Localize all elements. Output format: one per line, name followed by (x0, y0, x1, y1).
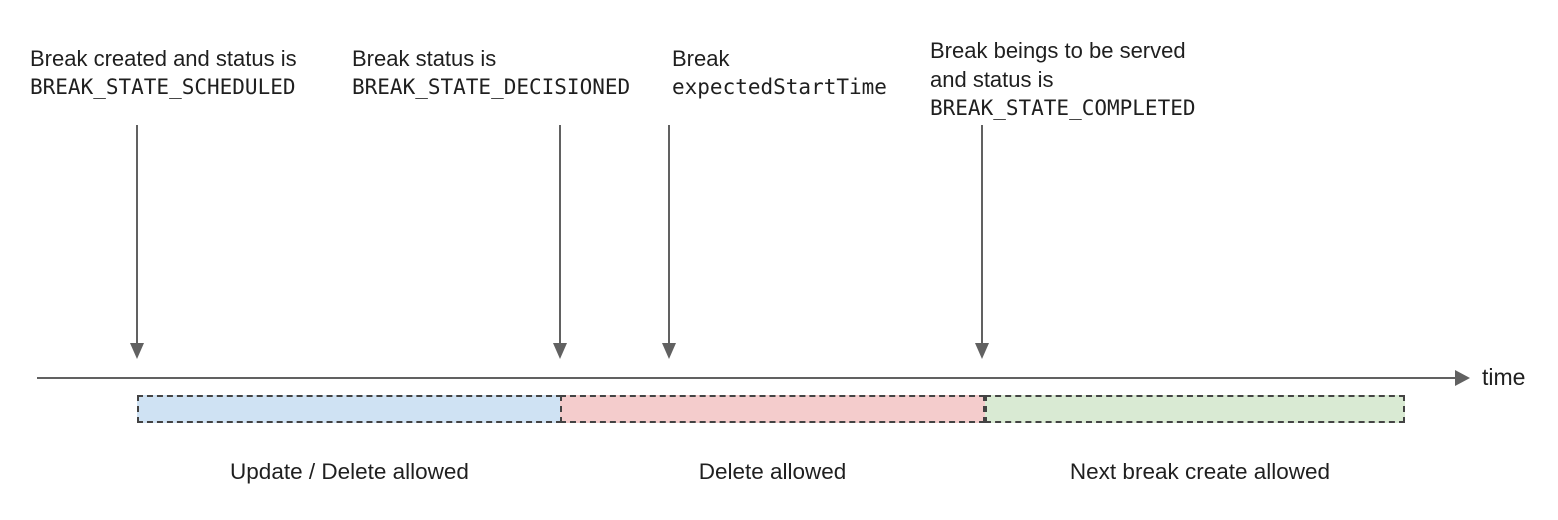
segment-delete-allowed (560, 395, 985, 423)
annotation-break-scheduled: Break created and status is BREAK_STATE_… (30, 44, 297, 102)
arrow-head (130, 343, 144, 359)
arrow-head (553, 343, 567, 359)
annotation-text: Break status is (352, 46, 497, 71)
annotation-break-completed: Break beings to be served and status is … (930, 36, 1196, 123)
annotation-text: Break (672, 46, 730, 71)
time-axis-label: time (1482, 364, 1526, 390)
annotation-text: Break beings to be served (930, 38, 1186, 63)
segment-next-break-create-allowed (985, 395, 1405, 423)
arrow-shaft (136, 125, 138, 343)
arrow-head (975, 343, 989, 359)
right-arrowhead-icon (1455, 370, 1470, 386)
arrow-shaft (668, 125, 670, 343)
annotation-state-code: BREAK_STATE_COMPLETED (930, 96, 1196, 120)
segment-label-next-break-create: Next break create allowed (1069, 459, 1331, 484)
segment-update-delete-allowed (137, 395, 562, 423)
arrow-head (662, 343, 676, 359)
annotation-expected-start-time: Break expectedStartTime (672, 44, 887, 102)
segment-label-delete: Delete allowed (698, 459, 847, 484)
segment-label-update-delete: Update / Delete allowed (230, 459, 469, 484)
annotation-text: Break created and status is (30, 46, 297, 71)
time-axis (37, 377, 1456, 379)
annotation-text: and status is (930, 67, 1054, 92)
annotation-state-code: BREAK_STATE_DECISIONED (352, 75, 631, 99)
annotation-state-code: BREAK_STATE_SCHEDULED (30, 75, 296, 99)
annotation-state-code: expectedStartTime (672, 75, 887, 99)
arrow-shaft (981, 125, 983, 343)
annotation-break-decisioned: Break status is BREAK_STATE_DECISIONED (352, 44, 630, 102)
arrow-shaft (559, 125, 561, 343)
